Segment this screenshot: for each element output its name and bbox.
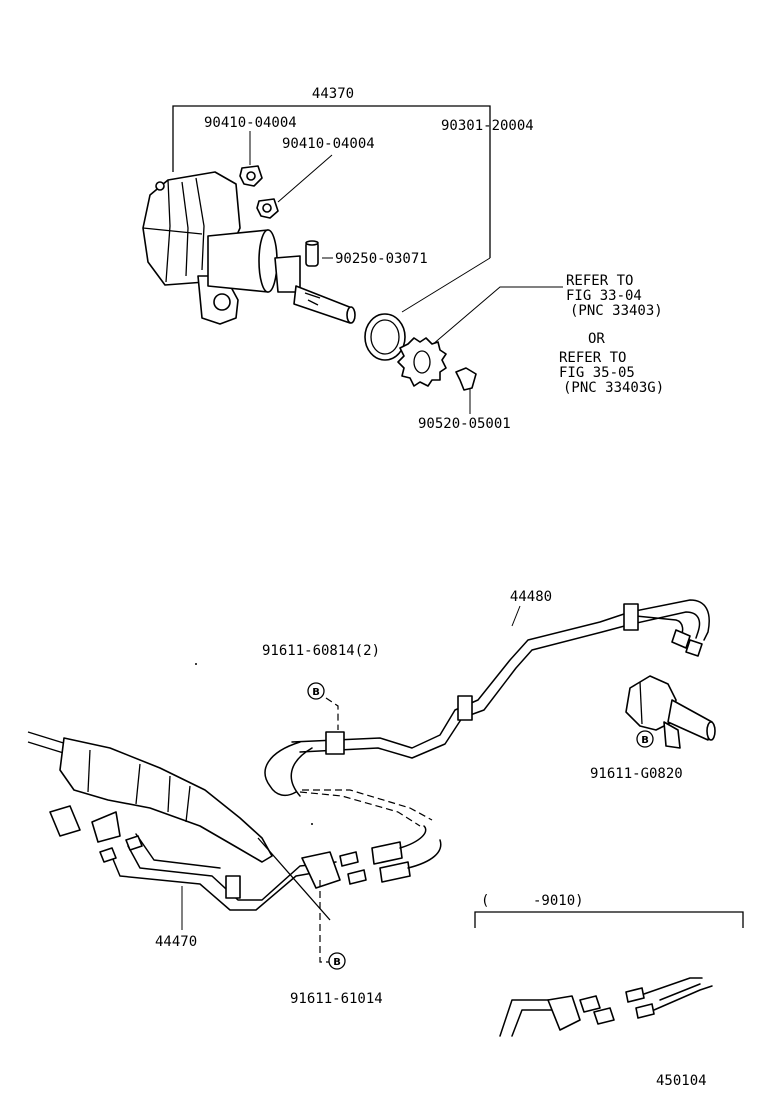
dash-leader-61014 bbox=[319, 880, 330, 963]
label-90301: 90301-20004 bbox=[441, 118, 534, 134]
leader-oring bbox=[401, 257, 491, 313]
label-g0820: 91611-G0820 bbox=[590, 766, 683, 782]
dash-leader-60814 bbox=[325, 697, 339, 730]
refer1-line2: FIG 33-04 bbox=[566, 288, 642, 304]
label-61014: 91611-61014 bbox=[290, 991, 383, 1007]
bolt-a-drawing bbox=[239, 165, 263, 187]
pump-body-drawing bbox=[142, 171, 356, 325]
refer2-line1: REFER TO bbox=[559, 350, 626, 366]
refer2-line3: (PNC 33403G) bbox=[563, 380, 664, 396]
fitting-upper-1 bbox=[671, 629, 691, 649]
svg-text:B: B bbox=[333, 957, 341, 968]
small-pump-drawing bbox=[625, 675, 716, 749]
leader-refer-gear bbox=[431, 286, 563, 346]
tube-44470-c bbox=[135, 833, 221, 869]
refer1-line1: REFER TO bbox=[566, 273, 633, 289]
tube-44470-b bbox=[127, 845, 337, 901]
fitting-lower-1 bbox=[339, 851, 359, 867]
tube-44470-a bbox=[109, 851, 331, 911]
fitting-lower-4 bbox=[379, 861, 411, 883]
hose-a bbox=[264, 741, 301, 797]
figure-number: 450104 bbox=[656, 1073, 707, 1089]
label-90520: 90520-05001 bbox=[418, 416, 511, 432]
dash-hose-2 bbox=[302, 789, 433, 821]
dot-mark bbox=[311, 823, 313, 825]
svg-text:B: B bbox=[312, 687, 320, 698]
fitting-rack-1 bbox=[99, 847, 117, 863]
label-90250: 90250-03071 bbox=[335, 251, 428, 267]
variant-bracket bbox=[474, 911, 744, 928]
range-paren: ( bbox=[481, 893, 489, 909]
variant-fitting-1 bbox=[579, 995, 601, 1013]
label-60814: 91611-60814(2) bbox=[262, 643, 380, 659]
oring-drawing bbox=[364, 313, 406, 361]
variant-fitting-2 bbox=[593, 1007, 615, 1025]
variant-hose-1 bbox=[643, 977, 703, 995]
refer2-line2: FIG 35-05 bbox=[559, 365, 635, 381]
fitting-upper-2 bbox=[685, 639, 703, 657]
fitting-rack-2 bbox=[125, 835, 143, 851]
label-90410-a: 90410-04004 bbox=[204, 115, 297, 131]
fitting-lower-3 bbox=[371, 841, 403, 865]
label-44480: 44480 bbox=[510, 589, 552, 605]
gear-drawing bbox=[397, 337, 447, 387]
variant-hose-3 bbox=[659, 983, 701, 1001]
hose-bracket bbox=[325, 731, 345, 755]
tube-44480-a bbox=[291, 599, 710, 749]
or-label: OR bbox=[588, 331, 605, 347]
label-44470: 44470 bbox=[155, 934, 197, 950]
leader-bolt-b bbox=[277, 154, 333, 203]
hose-lower-1 bbox=[399, 825, 427, 849]
tube-assembly-group: 44480 91611-60814(2) B bbox=[27, 589, 716, 1007]
badge-b-61014: B bbox=[328, 952, 346, 970]
tube-bracket-1 bbox=[457, 695, 473, 721]
fitting-lower-2 bbox=[347, 869, 367, 885]
bolt-b-drawing bbox=[256, 198, 279, 219]
badge-b-60814: B bbox=[307, 682, 325, 700]
dash-hose-1 bbox=[299, 791, 421, 827]
clip-drawing bbox=[455, 367, 477, 391]
svg-text:B: B bbox=[641, 735, 649, 746]
variant-fitting-3 bbox=[625, 987, 645, 1003]
pump-assembly-group: 44370 90410-04004 90410-04004 90301-2000… bbox=[142, 86, 664, 432]
leader-44480 bbox=[511, 605, 521, 627]
variant-bracket-part bbox=[547, 995, 581, 1031]
range-code: -9010) bbox=[533, 893, 584, 909]
leader-44370 bbox=[172, 105, 491, 258]
tube-44480-b bbox=[299, 611, 701, 759]
dot-mark bbox=[195, 663, 197, 665]
refer1-line3: (PNC 33403) bbox=[570, 303, 663, 319]
label-90410-b: 90410-04004 bbox=[282, 136, 375, 152]
label-44370: 44370 bbox=[312, 86, 354, 102]
steering-rack-drawing bbox=[27, 731, 331, 921]
variant-fitting-4 bbox=[635, 1003, 655, 1019]
badge-b-g0820: B bbox=[636, 730, 654, 748]
variant-group: ( -9010) bbox=[474, 893, 744, 1037]
lower-bracket bbox=[301, 851, 341, 889]
hose-b bbox=[290, 747, 313, 797]
pin-drawing bbox=[305, 240, 319, 267]
tube-bracket-3 bbox=[225, 875, 241, 899]
variant-hose-2 bbox=[653, 985, 713, 1011]
tube-bracket-2 bbox=[623, 603, 639, 631]
hose-lower-2 bbox=[407, 839, 442, 869]
